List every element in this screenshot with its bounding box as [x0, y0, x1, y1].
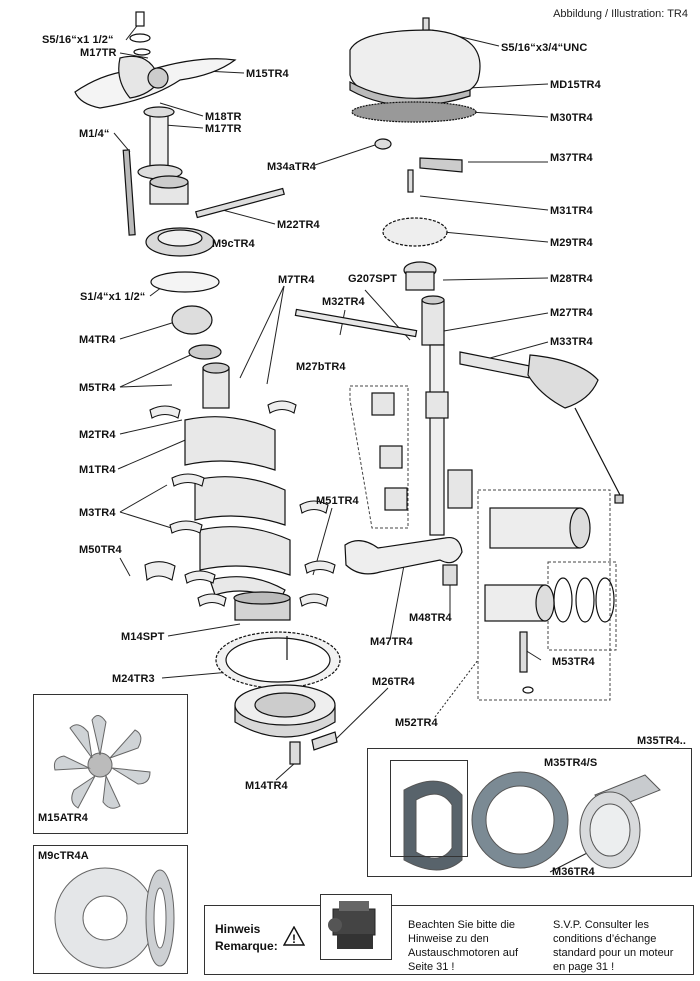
label-m3tr4: M3TR4	[79, 507, 116, 519]
notice-title-de: Hinweis	[215, 922, 261, 936]
label-m35tr4-s: M35TR4/S	[544, 757, 598, 769]
label-m18tr: M18TR	[205, 111, 242, 123]
label-s5-16-x1-1-2: S5/16“x1 1/2“	[42, 34, 114, 46]
label-m31tr4: M31TR4	[550, 205, 593, 217]
label-m2tr4: M2TR4	[79, 429, 116, 441]
label-m53tr4: M53TR4	[552, 656, 595, 668]
label-m52tr4: M52TR4	[395, 717, 438, 729]
label-s5-16-x3-4-unc: S5/16“x3/4“UNC	[501, 42, 588, 54]
label-m26tr4: M26TR4	[372, 676, 415, 688]
label-m34atr4: M34aTR4	[267, 161, 316, 173]
svg-text:!: !	[292, 932, 296, 946]
label-m17tr-lower: M17TR	[205, 123, 242, 135]
label-m47tr4: M47TR4	[370, 636, 413, 648]
seal-detail-frame	[390, 760, 468, 857]
label-m27tr4: M27TR4	[550, 307, 593, 319]
label-m22tr4: M22TR4	[277, 219, 320, 231]
pulley-inset-panel	[33, 845, 188, 974]
seal-inset-panel	[367, 748, 692, 877]
exchange-engine-thumbnail	[320, 894, 392, 960]
label-m50tr4: M50TR4	[79, 544, 122, 556]
notice-panel	[204, 905, 694, 975]
label-m1-4: M1/4“	[79, 128, 110, 140]
fan-inset-panel	[33, 694, 188, 834]
label-m14tr4: M14TR4	[245, 780, 288, 792]
notice-text-de: Beachten Sie bitte die Hinweise zu den A…	[408, 919, 519, 973]
label-m9ctr4: M9cTR4	[212, 238, 255, 250]
label-m37tr4: M37TR4	[550, 152, 593, 164]
label-m29tr4: M29TR4	[550, 237, 593, 249]
label-m4tr4: M4TR4	[79, 334, 116, 346]
label-m32tr4: M32TR4	[322, 296, 365, 308]
label-m5tr4: M5TR4	[79, 382, 116, 394]
warning-icon: !	[283, 926, 305, 946]
label-m9ctr4a: M9cTR4A	[38, 850, 89, 862]
label-m1tr4: M1TR4	[79, 464, 116, 476]
label-m27btr4: M27bTR4	[296, 361, 346, 373]
label-m17tr-upper: M17TR	[80, 47, 117, 59]
label-m30tr4: M30TR4	[550, 112, 593, 124]
label-m15atr4: M15ATR4	[38, 812, 89, 824]
label-m36tr4: M36TR4	[552, 866, 595, 878]
label-m14spt: M14SPT	[121, 631, 165, 643]
notice-text-fr: S.V.P. Consulter les conditions d’échang…	[553, 919, 674, 973]
label-m35tr4-header: M35TR4..	[637, 735, 687, 747]
label-md15tr4: MD15TR4	[550, 79, 601, 91]
label-m15tr4: M15TR4	[246, 68, 289, 80]
label-m24tr3: M24TR3	[112, 673, 155, 685]
label-m51tr4: M51TR4	[316, 495, 359, 507]
label-m33tr4: M33TR4	[550, 336, 593, 348]
label-m7tr4: M7TR4	[278, 274, 315, 286]
label-g207spt: G207SPT	[348, 273, 398, 285]
notice-title-fr: Remarque:	[215, 939, 278, 953]
label-s1-4-x1-1-2: S1/4“x1 1/2“	[80, 291, 146, 303]
page-caption: Abbildung / Illustration: TR4	[553, 8, 688, 20]
label-m48tr4: M48TR4	[409, 612, 452, 624]
label-m28tr4: M28TR4	[550, 273, 593, 285]
